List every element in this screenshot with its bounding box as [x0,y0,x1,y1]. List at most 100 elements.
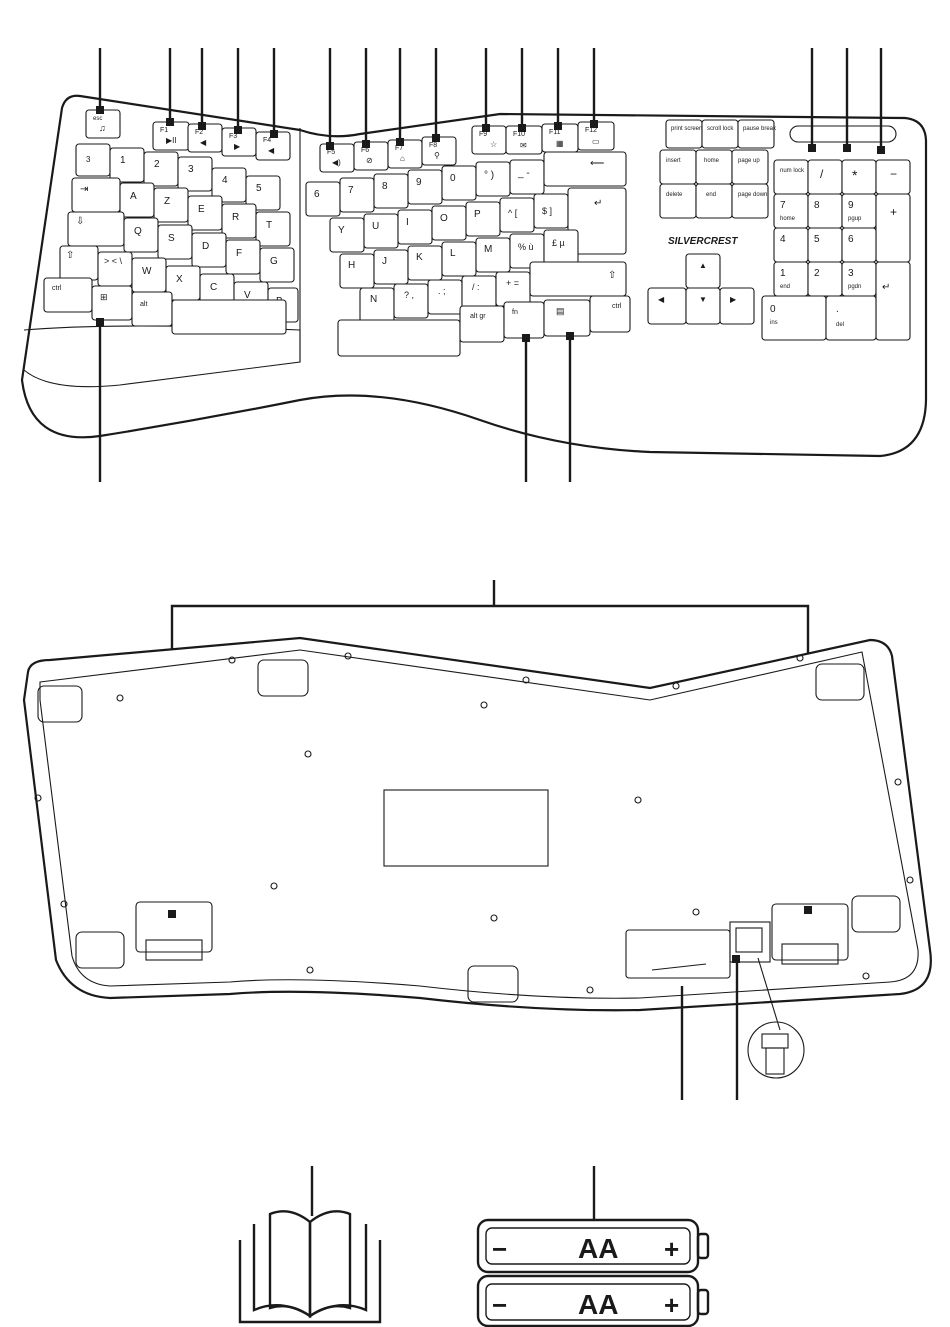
key-scroll-lock[interactable]: scroll lock [701,119,739,149]
key-letter-p[interactable]: P [465,201,501,237]
key-dollar[interactable]: $ ] [533,193,569,229]
key-letter-d[interactable]: D [191,232,227,268]
key-fn[interactable]: fn [503,301,545,339]
key-letter-q[interactable]: Q [123,217,159,253]
key-end[interactable]: end [695,183,733,219]
key-space-right[interactable] [337,319,461,357]
key-letter-f[interactable]: F [225,239,261,275]
key-shift-left[interactable]: ⇧ [59,245,99,281]
key-letter-z[interactable]: Z [153,187,189,223]
key-angle[interactable]: > < \ [97,251,133,287]
key-arrow-up[interactable]: ▲ [685,253,721,289]
key-question[interactable]: ? , [393,283,429,319]
key-shift-right[interactable]: ⇧ [529,261,627,297]
svg-text:▲: ▲ [699,261,707,270]
key-arrow-right[interactable]: ▶ [719,287,755,325]
key-letter-r[interactable]: R [221,203,257,239]
key-arrow-left[interactable]: ◀ [647,287,687,325]
key-num-divide[interactable]: / [807,159,843,195]
key-letter-t[interactable]: T [255,211,291,247]
key-backspace[interactable]: ⟵ [543,151,627,187]
key-row1-0[interactable]: 3 [75,143,111,177]
key-letter-k[interactable]: K [407,245,443,281]
key-f8[interactable]: F8⚲ [421,136,457,166]
key-home[interactable]: home [695,149,733,185]
key-page-up[interactable]: page up [731,149,769,185]
svg-text:↵: ↵ [594,198,602,209]
key-num-enter[interactable]: ↵ [875,261,911,341]
key-letter-m[interactable]: M [475,237,511,273]
key-esc[interactable]: esc♫ [85,109,121,139]
key-space-left[interactable] [171,299,287,335]
key-tab[interactable]: ⇥ [71,177,121,213]
key-pound[interactable]: £ µ [543,229,579,265]
key-caret[interactable]: ^ [ [499,197,535,233]
key-arrow-down[interactable]: ▼ [685,287,721,325]
key-row1-5[interactable]: 5 [245,175,281,211]
key-num-minus[interactable]: − [875,159,911,195]
key-num-8[interactable]: 8 [807,193,843,229]
key-numlock[interactable]: num lock [773,159,809,195]
key-num-2[interactable]: 2 [807,261,843,297]
key-letter-h[interactable]: H [339,253,375,289]
key-letter-u[interactable]: U [363,213,399,249]
key-letter-n[interactable]: N [359,287,395,323]
key-menu[interactable]: ▤ [543,299,591,337]
key-ctrl-right[interactable]: ctrl [589,295,631,333]
key-num-6[interactable]: 6 [841,227,877,263]
key-row1-9[interactable]: 9 [407,169,443,205]
key-letter-o[interactable]: O [431,205,467,241]
key-ctrl-left[interactable]: ctrl [43,277,93,313]
key-enter[interactable]: ↵ [567,187,627,255]
key-row1-7[interactable]: 7 [339,177,375,213]
svg-text:F12: F12 [585,127,597,134]
key-letter-l[interactable]: L [441,241,477,277]
key-plus[interactable]: + = [495,271,531,307]
key-f1[interactable]: F1▶II [152,121,190,151]
key-letter-a[interactable]: A [119,182,155,218]
key-letter-e[interactable]: E [187,195,223,231]
key-num-dot[interactable]: .del [825,295,877,341]
svg-text:2: 2 [154,159,160,170]
svg-text:+: + [664,1290,679,1320]
top-view-bottom-callouts [96,318,574,482]
key-num-plus[interactable]: + [875,193,911,263]
key-letter-j[interactable]: J [373,249,409,285]
key-paren[interactable]: ° ) [475,161,511,197]
key-dot[interactable]: . ; [427,279,463,315]
key-insert[interactable]: insert [659,149,697,185]
key-alt[interactable]: alt [131,291,173,327]
key-delete[interactable]: delete [659,183,697,219]
key-alt-gr[interactable]: alt gr [459,305,505,343]
key-row1-3[interactable]: 3 [177,156,213,192]
key-row1-6[interactable]: 6 [305,181,341,217]
key-letter-y[interactable]: Y [329,217,365,253]
key-page-down[interactable]: page down [731,183,769,219]
key-f6[interactable]: F6⊘ [353,141,389,171]
key-row1-8[interactable]: 8 [373,173,409,209]
key-letter-s[interactable]: S [157,224,193,260]
key-underscore[interactable]: _ - [509,159,545,195]
key-windows[interactable]: ⊞ [91,285,133,321]
key-num-5[interactable]: 5 [807,227,843,263]
key-num-4[interactable]: 4 [773,227,809,263]
key-row1-1[interactable]: 1 [109,147,145,183]
key-f12[interactable]: F12▭ [577,121,615,151]
key-slash[interactable]: / : [461,275,497,311]
key-print-screen[interactable]: print screen [665,119,703,149]
key-letter-w[interactable]: W [131,257,167,293]
key-letter-i[interactable]: I [397,209,433,245]
key-letter-g[interactable]: G [259,247,295,283]
key-f7[interactable]: F7⌂ [387,139,423,169]
key-num-multiply[interactable]: * [841,159,877,195]
key-pause-break[interactable]: pause break [737,119,777,149]
key-f5[interactable]: F5◀) [319,143,355,173]
key-row1-2[interactable]: 2 [143,151,179,187]
key-row1-10[interactable]: 0 [441,165,477,201]
key-caps[interactable]: ⇩ [67,211,125,247]
